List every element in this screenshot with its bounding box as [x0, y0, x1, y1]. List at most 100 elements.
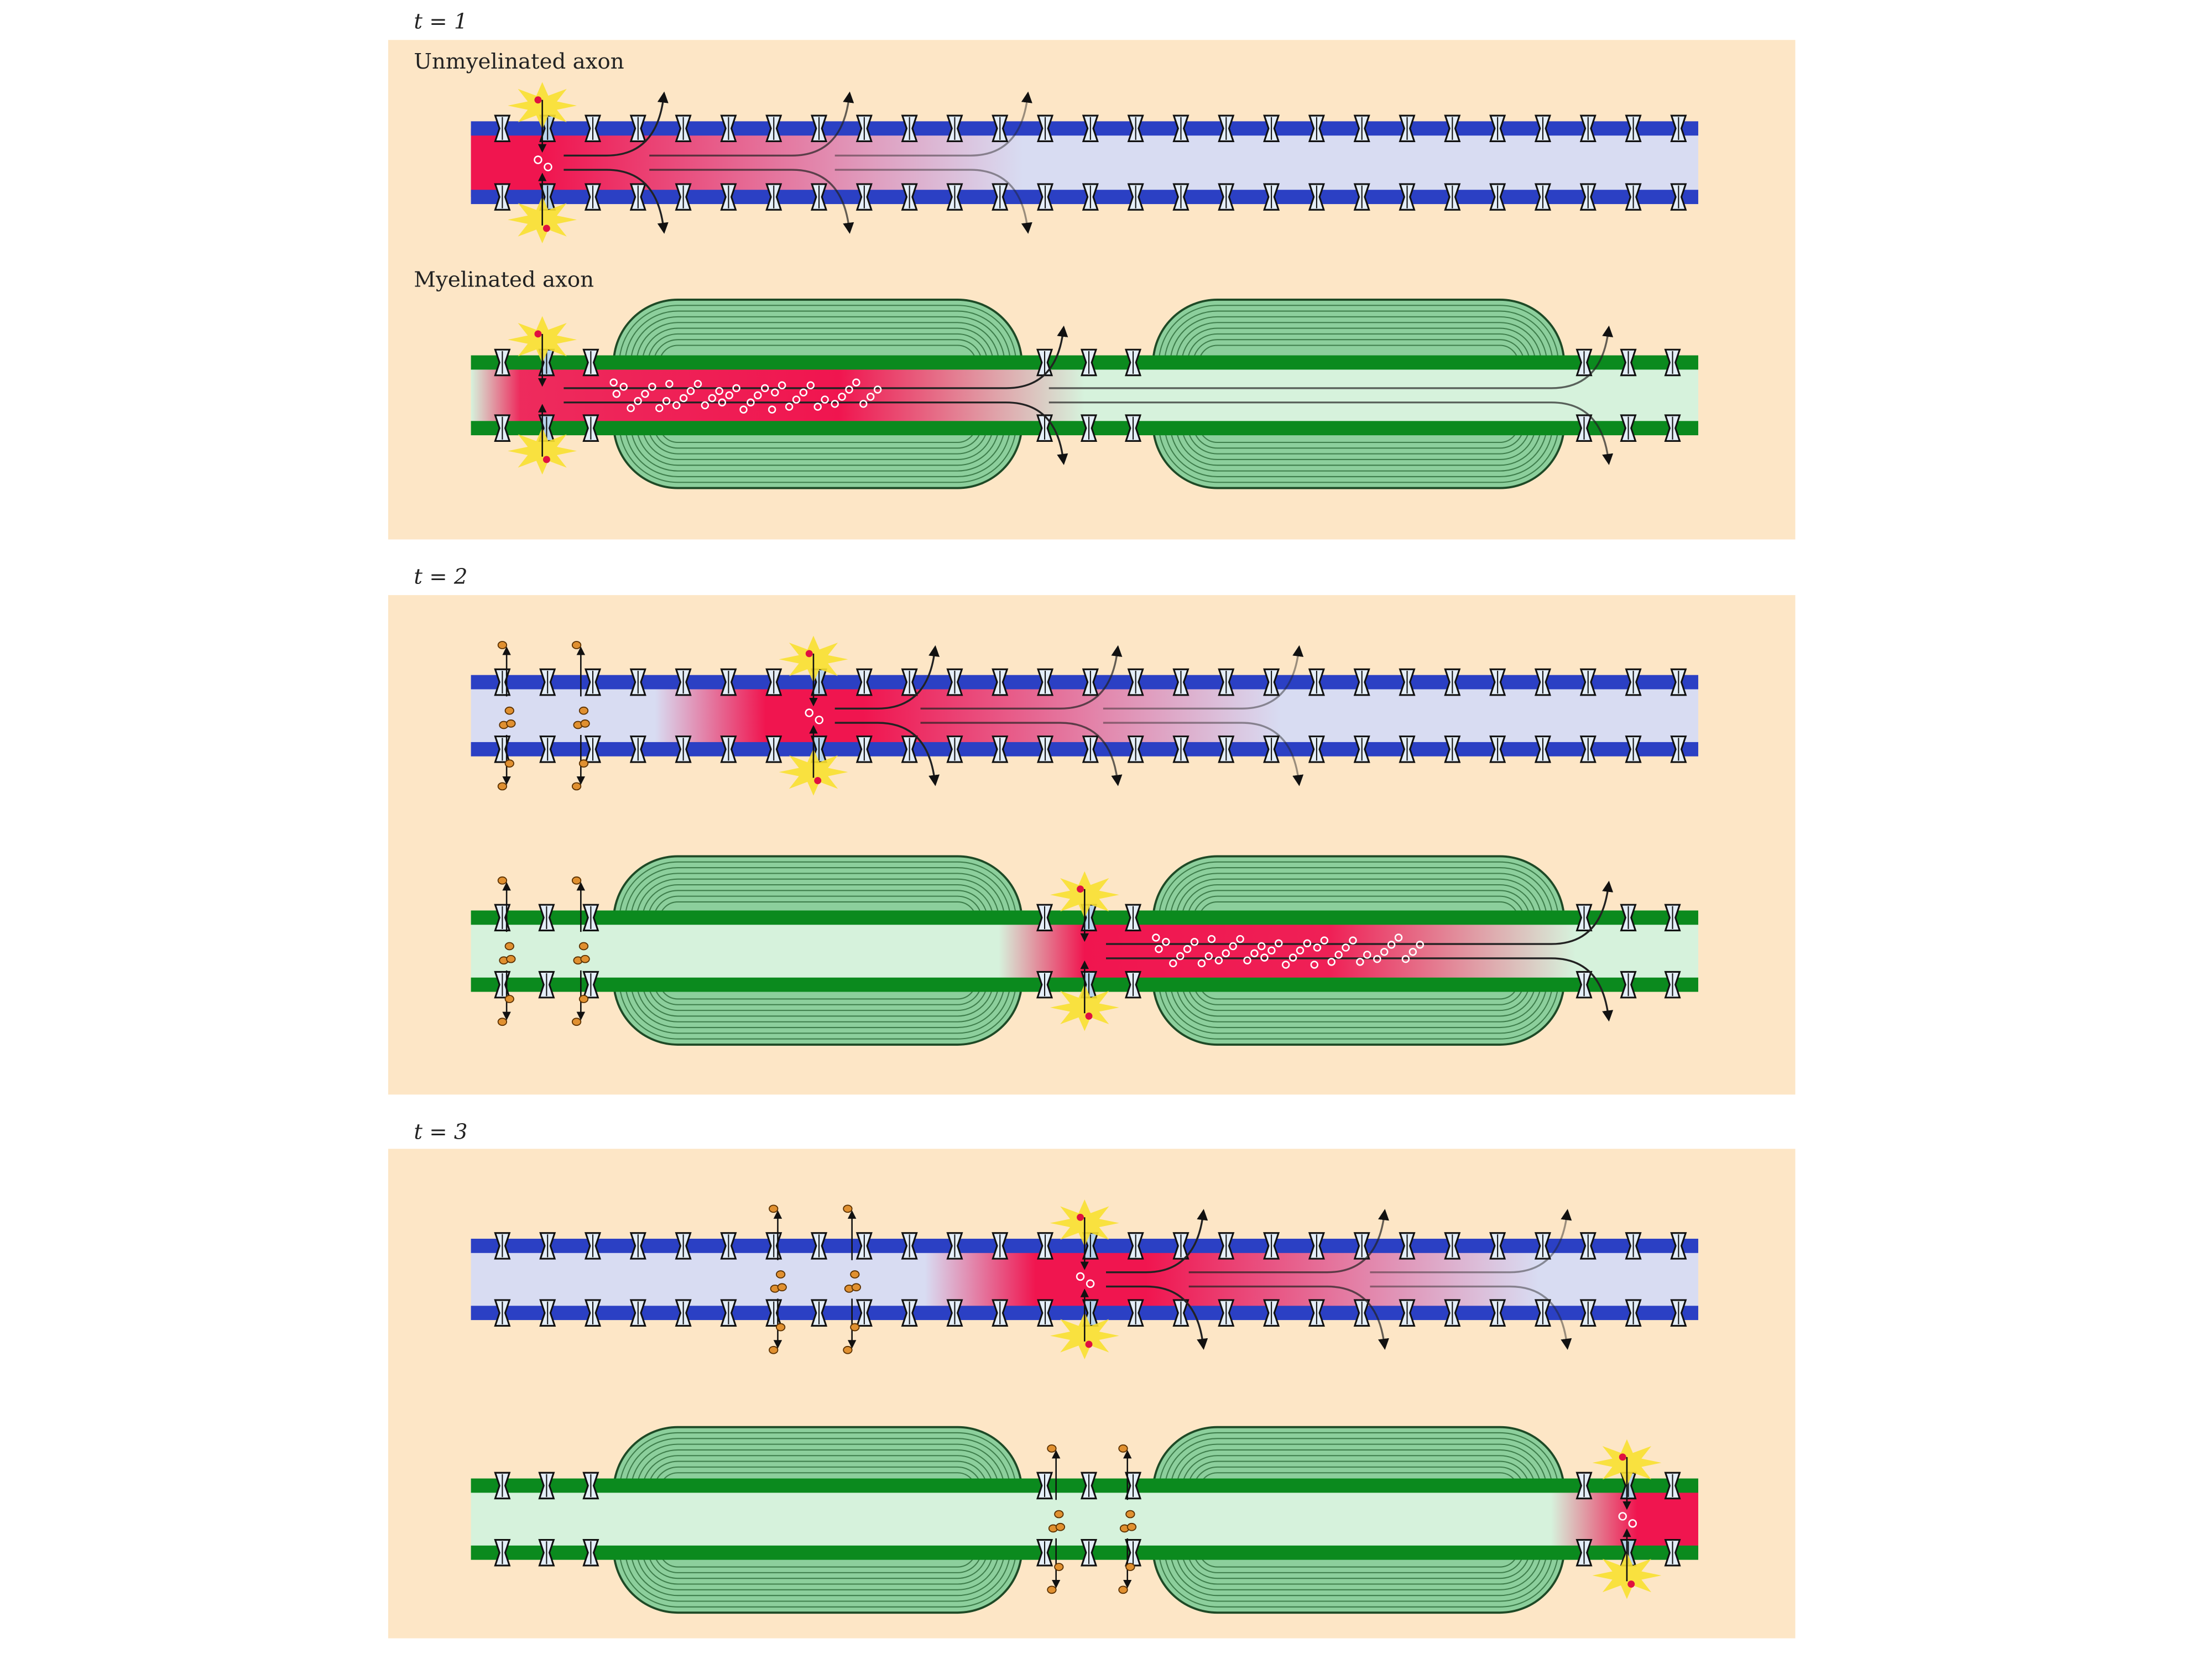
local-current-arrow [920, 722, 1123, 786]
potassium-ion-icon [578, 759, 589, 768]
sodium-ion-icon [821, 395, 829, 404]
sodium-ion-icon [662, 397, 671, 405]
sodium-ion-icon [1250, 949, 1259, 958]
sodium-ion-icon [542, 456, 550, 463]
sodium-ion-icon [1313, 943, 1322, 952]
sodium-ion-icon [805, 650, 813, 658]
sodium-ion-icon [1373, 954, 1381, 963]
time-label-t2: t = 2 [414, 564, 467, 589]
sodium-ion-icon [806, 381, 815, 390]
sodium-ion-icon [785, 403, 794, 411]
sodium-ion-icon [655, 404, 664, 413]
potassium-ion-icon [504, 942, 514, 951]
sodium-ion-icon [1260, 953, 1269, 962]
potassium-ion-icon [506, 954, 516, 963]
sodium-ion-icon [648, 383, 656, 391]
sodium-ion-icon [778, 381, 786, 390]
potassium-ion-icon [769, 1204, 779, 1213]
potassium-ion-icon [769, 1345, 779, 1354]
local-current-arrow [564, 91, 669, 156]
sodium-ion-icon [634, 397, 642, 405]
sodium-ion-icon [792, 395, 801, 404]
sodium-ion-icon [1310, 961, 1319, 969]
sodium-ion-icon [1619, 1453, 1626, 1461]
sodium-ion-icon [1408, 948, 1417, 956]
local-current-arrow [1048, 401, 1614, 465]
sodium-ion-icon [838, 393, 846, 401]
potassium-ion-icon [571, 1018, 582, 1026]
sodium-ion-icon [805, 708, 813, 717]
sodium-ion-icon [641, 390, 649, 398]
sodium-ion-icon [1077, 885, 1084, 893]
sodium-ion-icon [1387, 941, 1396, 949]
local-current-arrow [834, 722, 940, 786]
local-current-arrow [1103, 722, 1304, 786]
sodium-ion-icon [771, 388, 779, 397]
myelinated-axon-2 [471, 855, 1698, 1046]
sodium-ion-icon [754, 391, 762, 400]
sodium-ion-icon [1267, 946, 1276, 954]
sodium-ion-icon [1085, 1012, 1093, 1020]
sodium-ion-icon [1085, 1340, 1093, 1348]
sodium-ion-icon [534, 330, 542, 338]
time-label-t1: t = 1 [414, 9, 467, 34]
potassium-ion-icon [504, 995, 514, 1003]
potassium-ion-icon [571, 876, 582, 885]
sodium-ion-icon [1363, 951, 1371, 959]
local-current-arrow [649, 169, 854, 234]
potassium-ion-icon [1055, 1522, 1066, 1531]
local-current-arrow [1106, 957, 1614, 1022]
unmyelinated-axon-3 [471, 1199, 1698, 1360]
sodium-ion-icon [732, 384, 740, 393]
sodium-ion-icon [1183, 945, 1192, 953]
sodium-ion-icon [1162, 938, 1170, 946]
sodium-ion-icon [761, 384, 769, 393]
potassium-ion-icon [851, 1283, 862, 1292]
potassium-ion-icon [850, 1323, 860, 1332]
sodium-ion-icon [1214, 956, 1223, 965]
sodium-ion-icon [852, 378, 860, 387]
potassium-ion-icon [497, 876, 508, 885]
potassium-ion-icon [775, 1323, 786, 1332]
potassium-ion-icon [504, 706, 514, 715]
local-current-arrow [1106, 880, 1614, 945]
sodium-ion-icon [1380, 948, 1389, 956]
sodium-ion-icon [814, 777, 822, 785]
sodium-ion-icon [1356, 958, 1364, 966]
sodium-ion-icon [768, 405, 776, 414]
potassium-ion-icon [1054, 1510, 1064, 1519]
local-current-arrow [920, 645, 1123, 709]
potassium-ion-icon [843, 1345, 853, 1354]
sodium-ion-icon [1176, 952, 1185, 961]
axon-membrane-top [471, 675, 1698, 690]
potassium-ion-icon [1125, 1563, 1135, 1571]
sodium-ion-icon [1627, 1580, 1635, 1588]
potassium-ion-icon [1047, 1444, 1057, 1453]
sodium-ion-icon [665, 379, 674, 388]
sodium-ion-icon [1281, 961, 1290, 969]
sodium-ion-icon [1155, 945, 1163, 953]
sodium-ion-icon [1236, 935, 1244, 943]
sodium-ion-icon [693, 379, 702, 388]
sodium-ion-icon [747, 398, 755, 406]
sodium-ion-icon [672, 401, 681, 410]
sodium-ion-icon [708, 394, 716, 403]
local-current-arrow [1106, 1285, 1208, 1350]
local-current-arrow [834, 91, 1032, 156]
potassium-ion-icon [1054, 1563, 1064, 1571]
sodium-ion-icon [815, 716, 824, 724]
local-current-arrow [1188, 1285, 1389, 1350]
potassium-ion-icon [497, 782, 508, 791]
sodium-ion-icon [701, 401, 709, 410]
local-current-arrow [649, 91, 854, 156]
time-label-t3: t = 3 [414, 1119, 467, 1144]
sodium-ion-icon [612, 390, 621, 398]
potassium-ion-icon [497, 1018, 508, 1026]
sodium-ion-icon [534, 96, 542, 104]
sodium-ion-icon [739, 405, 748, 414]
sodium-ion-icon [866, 393, 875, 401]
potassium-ion-icon [1118, 1585, 1128, 1594]
sodium-ion-icon [1204, 952, 1213, 961]
potassium-ion-icon [1125, 1510, 1135, 1519]
